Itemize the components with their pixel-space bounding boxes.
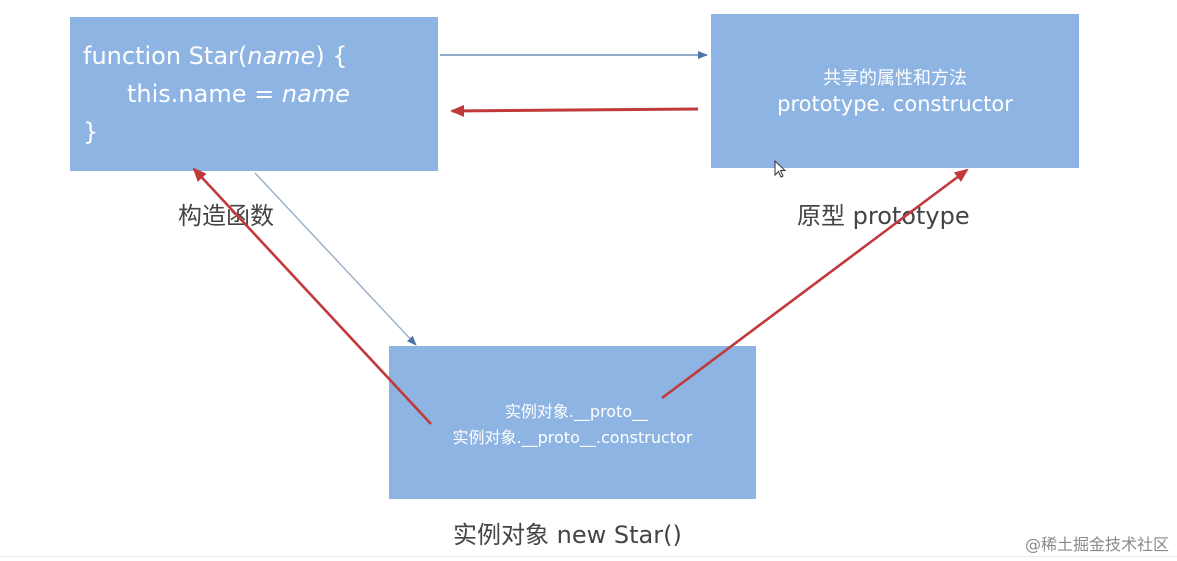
instance-line-1: 实例对象.__proto__ — [504, 402, 649, 421]
instance-caption: 实例对象 new Star() — [453, 521, 682, 549]
prototype-box: 共享的属性和方法 prototype. constructor — [711, 14, 1079, 168]
constructor-line-2-prefix: this.name = — [127, 80, 282, 108]
constructor-box: function Star(name) { this.name = name } — [70, 17, 438, 171]
prototype-constructor-back-arrow — [450, 104, 699, 117]
prototype-line-1: 共享的属性和方法 — [823, 68, 967, 89]
prototype-line-2: prototype. constructor — [777, 92, 1013, 116]
prototype-caption: 原型 prototype — [797, 202, 970, 230]
bottom-divider — [0, 556, 1177, 557]
constructor-line-1: function Star(name) { — [83, 37, 438, 75]
ctor-to-instance-arrow — [254, 172, 417, 346]
constructor-line-1-suffix: ) { — [315, 42, 348, 70]
constructor-line-1-prefix: function Star( — [83, 42, 248, 70]
constructor-line-2: this.name = name — [83, 75, 438, 113]
constructor-caption: 构造函数 — [178, 202, 274, 230]
instance-line-2: 实例对象.__proto__.constructor — [452, 428, 693, 447]
instance-box: 实例对象.__proto__ 实例对象.__proto__.constructo… — [389, 346, 756, 499]
watermark: @稀土掘金技术社区 — [1024, 535, 1169, 554]
instance-to-constructor-arrow — [192, 167, 432, 425]
mouse-pointer-icon — [774, 160, 787, 178]
constructor-param: name — [247, 42, 316, 70]
constructor-line-2-param: name — [281, 80, 350, 108]
constructor-line-3: } — [83, 118, 99, 146]
instance-to-prototype-arrow — [661, 168, 969, 400]
